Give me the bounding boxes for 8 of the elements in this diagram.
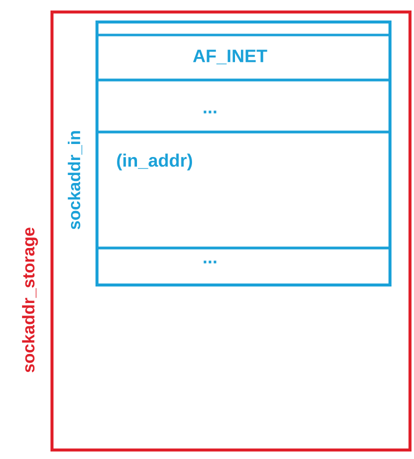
struct-name: sockaddr_storage [22,228,38,372]
field-row: (in_addr) [96,130,392,250]
inner-struct-box [68,20,392,286]
struct-name: sockaddr_in [68,131,82,230]
outer-struct-box [22,10,412,452]
field-row: AF_INET [96,34,392,82]
field-row: ... [96,78,392,134]
field-row: ... [96,246,392,286]
